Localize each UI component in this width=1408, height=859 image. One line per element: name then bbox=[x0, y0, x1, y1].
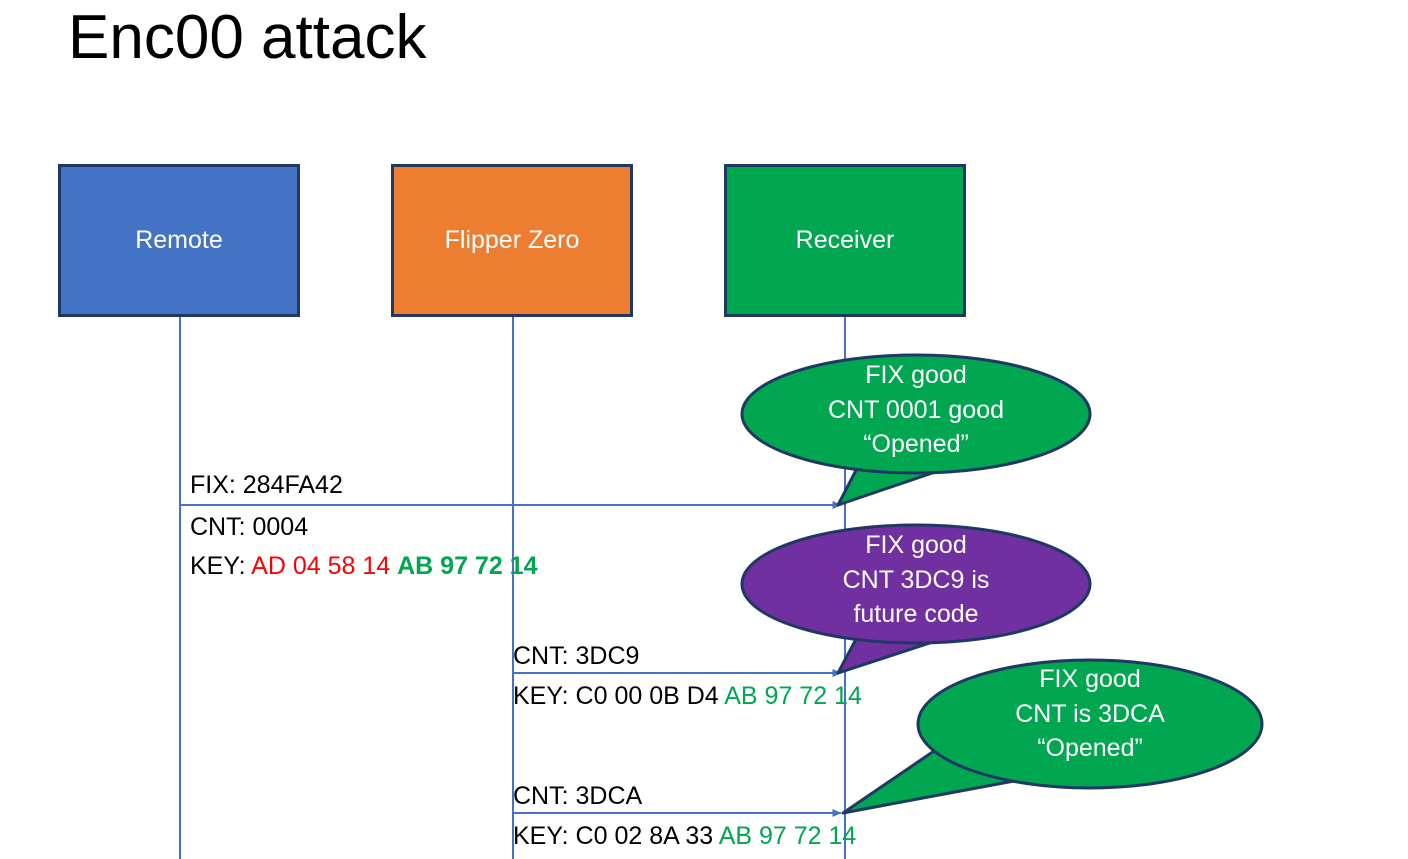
callout-2-line-3: future code bbox=[853, 600, 979, 628]
message-1-key-first-half: AD 04 58 14 bbox=[251, 552, 391, 580]
message-1-fix-label: FIX: 284FA42 bbox=[190, 471, 343, 499]
callout-3-line-3: “Opened” bbox=[1037, 734, 1143, 762]
slide-title: Enc00 attack bbox=[68, 3, 427, 72]
actor-label-receiver: Receiver bbox=[795, 225, 895, 254]
callout-3-text: FIX good CNT is 3DCA “Opened” bbox=[918, 662, 1262, 766]
callout-bubble-2 bbox=[740, 523, 1092, 675]
callout-1-line-1: FIX good bbox=[865, 361, 967, 389]
callout-bubble-3 bbox=[841, 658, 1264, 815]
message-3-key-second-half: AB 97 72 14 bbox=[718, 822, 857, 850]
message-3-key-label: KEY: C0 02 8A 33 AB 97 72 14 bbox=[513, 821, 856, 852]
message-3-cnt-label: CNT: 3DCA bbox=[513, 782, 643, 810]
message-1-key-second-half: AB 97 72 14 bbox=[397, 552, 538, 580]
callout-2-line-2: CNT 3DC9 is bbox=[842, 565, 990, 594]
callout-1-line-3: “Opened” bbox=[863, 430, 969, 458]
message-3-key-prefix: KEY: C0 02 8A 33 bbox=[513, 822, 719, 850]
actor-label-remote: Remote bbox=[135, 225, 223, 254]
actor-box-remote[interactable]: Remote bbox=[58, 164, 300, 317]
callout-2-text: FIX good CNT 3DC9 is future code bbox=[742, 528, 1090, 632]
message-2-key-second-half: AB 97 72 14 bbox=[724, 682, 862, 710]
message-1-key-prefix: KEY: bbox=[190, 552, 252, 580]
callout-3-line-2: CNT is 3DCA bbox=[1015, 699, 1165, 728]
callout-bubble-1 bbox=[740, 353, 1092, 507]
actor-box-receiver[interactable]: Receiver bbox=[724, 164, 966, 317]
message-1-key-label: KEY: AD 04 58 14 AB 97 72 14 bbox=[190, 551, 538, 582]
message-2-key-label: KEY: C0 00 0B D4 AB 97 72 14 bbox=[513, 681, 862, 712]
message-2-cnt-label: CNT: 3DC9 bbox=[513, 642, 640, 670]
actor-box-flipper[interactable]: Flipper Zero bbox=[391, 164, 633, 317]
message-2-key-prefix: KEY: C0 00 0B D4 bbox=[513, 682, 725, 710]
actor-label-flipper: Flipper Zero bbox=[444, 225, 580, 254]
callout-2-line-1: FIX good bbox=[865, 531, 967, 559]
callout-1-line-2: CNT 0001 good bbox=[827, 395, 1005, 424]
message-1-cnt-label: CNT: 0004 bbox=[190, 513, 309, 541]
callout-1-text: FIX good CNT 0001 good “Opened” bbox=[742, 358, 1090, 462]
callout-3-line-1: FIX good bbox=[1039, 665, 1141, 693]
